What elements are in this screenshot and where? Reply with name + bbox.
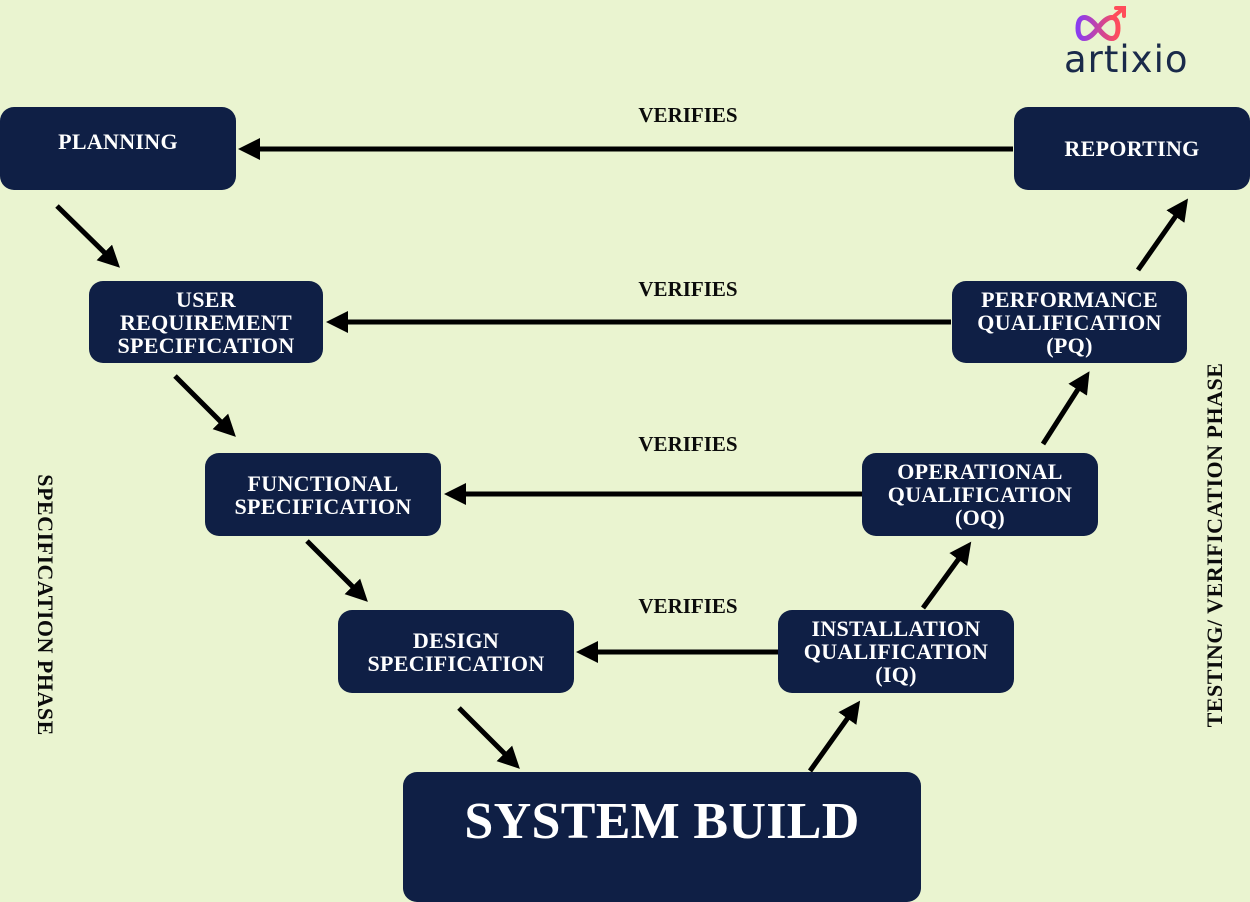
reporting-box: REPORTING [1014, 107, 1250, 190]
planning-box: PLANNING [0, 107, 236, 190]
artixio-logo-icon [1075, 6, 1126, 41]
arrow-urs-to-fs [173, 374, 236, 437]
arrow-ds-to-build [457, 706, 520, 769]
testing-verification-phase-label: TESTING/ VERIFICATION PHASE [1202, 362, 1227, 728]
system-build-box: SYSTEM BUILD [403, 772, 921, 902]
verifies-label: VERIFIES [638, 103, 738, 127]
arrow-fs-to-ds [305, 539, 368, 602]
verifies-label: VERIFIES [638, 594, 738, 618]
design-specification-box: DESIGN SPECIFICATION [338, 610, 574, 693]
arrow-pq-to-reporting [1135, 198, 1189, 272]
user-requirement-specification-box: USER REQUIREMENT SPECIFICATION [89, 281, 323, 363]
specification-phase-label: SPECIFICATION PHASE [33, 474, 58, 736]
verifies-label: VERIFIES [638, 277, 738, 301]
performance-qualification-box: PERFORMANCE QUALIFICATION (PQ) [952, 281, 1187, 363]
logo-text: artixio [1064, 38, 1189, 81]
verifies-label: VERIFIES [638, 432, 738, 456]
arrow-oq-to-pq [1040, 371, 1090, 446]
arrow-iq-to-oq [920, 541, 972, 610]
arrow-build-to-iq [807, 700, 861, 773]
arrow-planning-to-urs [55, 204, 120, 268]
functional-specification-box: FUNCTIONAL SPECIFICATION [205, 453, 441, 536]
installation-qualification-box: INSTALLATION QUALIFICATION (IQ) [778, 610, 1014, 693]
operational-qualification-box: OPERATIONAL QUALIFICATION (OQ) [862, 453, 1098, 536]
